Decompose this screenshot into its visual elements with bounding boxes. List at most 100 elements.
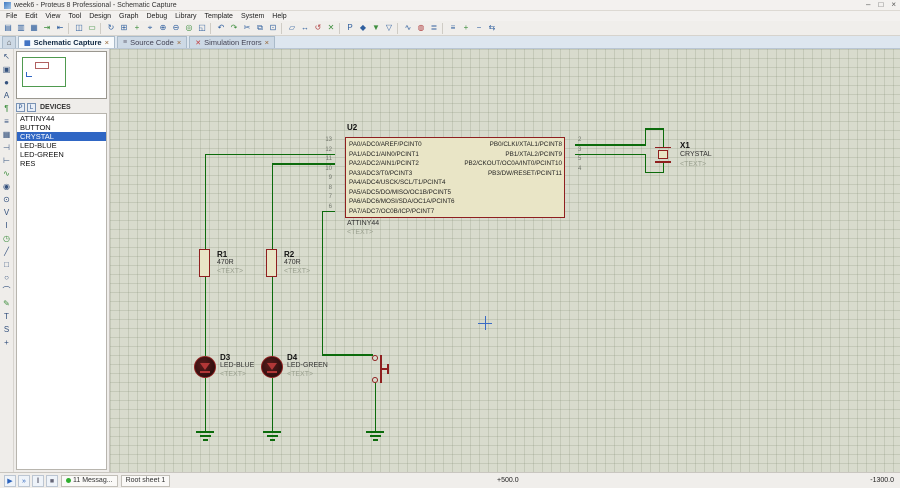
wire[interactable]: [575, 144, 645, 146]
packaging-tool-icon[interactable]: ▼: [372, 23, 380, 32]
2d-box-mode-icon[interactable]: □: [4, 260, 9, 269]
zoom-out-icon[interactable]: ⊖: [172, 23, 180, 32]
design-explorer-icon[interactable]: ≡: [450, 23, 456, 32]
minimize-button[interactable]: –: [866, 0, 871, 9]
device-list-item[interactable]: LED-BLUE: [20, 141, 57, 150]
export-section-icon[interactable]: ⇤: [56, 23, 64, 32]
device-list-item[interactable]: BUTTON: [20, 123, 51, 132]
2d-line-mode-icon[interactable]: ╱: [4, 247, 9, 256]
center-at-cursor-icon[interactable]: ⌖: [147, 23, 153, 32]
component-r2-resistor[interactable]: [266, 249, 277, 277]
import-section-icon[interactable]: ⇥: [43, 23, 51, 32]
goto-sheet-icon[interactable]: ⇆: [488, 23, 496, 32]
selection-cursor-icon[interactable]: ↖: [3, 52, 10, 61]
copy-icon[interactable]: ⧉: [257, 23, 263, 32]
play-button[interactable]: ▶: [4, 474, 16, 487]
wire[interactable]: [271, 378, 273, 431]
stop-button[interactable]: ■: [46, 474, 58, 487]
tab-close-icon[interactable]: ×: [104, 38, 109, 47]
menu-item[interactable]: File: [6, 12, 18, 20]
zoom-in-icon[interactable]: ⊕: [159, 23, 167, 32]
virtual-instruments-mode-icon[interactable]: ◷: [3, 234, 10, 243]
menu-item[interactable]: Tool: [68, 12, 82, 20]
tab[interactable]: ✕ Simulation Errors ×: [189, 36, 276, 48]
home-tab-icon[interactable]: ⌂: [2, 36, 16, 48]
wire[interactable]: [271, 277, 273, 356]
menu-item[interactable]: Help: [272, 12, 287, 20]
close-button[interactable]: ×: [891, 0, 896, 9]
wire-autorouter-icon[interactable]: ∿: [404, 23, 412, 32]
menu-item[interactable]: System: [240, 12, 265, 20]
wire[interactable]: [575, 153, 645, 155]
wire[interactable]: [662, 162, 664, 173]
pick-parts-icon[interactable]: P: [347, 23, 353, 32]
tab-close-icon[interactable]: ×: [264, 38, 270, 47]
wire[interactable]: [374, 383, 376, 431]
wire-label-mode-icon[interactable]: A: [3, 91, 10, 100]
voltage-probe-mode-icon[interactable]: V: [3, 208, 10, 217]
ground-symbol[interactable]: [196, 431, 214, 443]
library-manager-button[interactable]: L: [27, 102, 36, 112]
step-button[interactable]: »: [18, 474, 30, 487]
overview-pane[interactable]: [16, 51, 107, 99]
component-mode-icon[interactable]: ▣: [2, 65, 11, 74]
menu-item[interactable]: View: [45, 12, 61, 20]
tab[interactable]: ▦ Schematic Capture ×: [18, 36, 115, 48]
terminal-mode-icon[interactable]: ⊣: [3, 143, 10, 152]
2d-text-mode-icon[interactable]: T: [4, 312, 9, 321]
pause-button[interactable]: ‖: [32, 474, 44, 487]
zoom-all-icon[interactable]: ◎: [185, 23, 193, 32]
2d-arc-mode-icon[interactable]: ⌒: [2, 286, 11, 295]
undo-icon[interactable]: ↶: [217, 23, 225, 32]
sheet-selector[interactable]: Root sheet 1: [120, 474, 171, 487]
wire[interactable]: [662, 128, 664, 147]
wire[interactable]: [644, 128, 646, 146]
menu-item[interactable]: Debug: [146, 12, 168, 20]
redo-icon[interactable]: ↷: [230, 23, 238, 32]
wire[interactable]: [204, 277, 206, 356]
wire[interactable]: [204, 153, 206, 250]
device-pin-mode-icon[interactable]: ⊢: [3, 156, 10, 165]
mark-output-area-icon[interactable]: ▭: [88, 23, 96, 32]
component-d3-led-blue[interactable]: [194, 356, 216, 378]
open-design-icon[interactable]: ▥: [17, 23, 25, 32]
generator-mode-icon[interactable]: ⊙: [3, 195, 10, 204]
buses-mode-icon[interactable]: ≡: [4, 117, 9, 126]
new-sheet-icon[interactable]: +: [463, 23, 469, 32]
wire[interactable]: [204, 378, 206, 431]
menu-item[interactable]: Graph: [119, 12, 139, 20]
save-design-icon[interactable]: ▦: [30, 23, 38, 32]
maximize-button[interactable]: □: [878, 0, 884, 9]
wire[interactable]: [321, 354, 373, 356]
ground-symbol[interactable]: [263, 431, 281, 443]
device-list-item[interactable]: CRYSTAL: [17, 132, 106, 141]
menu-item[interactable]: Design: [89, 12, 112, 20]
current-probe-mode-icon[interactable]: I: [5, 221, 8, 230]
false-origin-icon[interactable]: +: [134, 23, 140, 32]
cut-icon[interactable]: ✂: [243, 23, 251, 32]
menu-item[interactable]: Edit: [25, 12, 38, 20]
tape-recorder-mode-icon[interactable]: ◉: [3, 182, 10, 191]
component-u2-attiny44[interactable]: [345, 137, 565, 218]
toggle-grid-icon[interactable]: ⊞: [120, 23, 128, 32]
device-list-item[interactable]: LED-GREEN: [20, 150, 64, 159]
wire[interactable]: [271, 163, 273, 249]
block-move-icon[interactable]: ↔: [301, 23, 309, 32]
search-tag-icon[interactable]: ◍: [417, 23, 425, 32]
block-rotate-icon[interactable]: ↺: [314, 23, 322, 32]
tab-close-icon[interactable]: ×: [176, 38, 182, 47]
2d-circle-mode-icon[interactable]: ○: [4, 273, 9, 282]
print-design-icon[interactable]: ◫: [75, 23, 83, 32]
zoom-area-icon[interactable]: ◱: [198, 23, 206, 32]
wire[interactable]: [272, 163, 335, 165]
wire[interactable]: [205, 153, 335, 155]
component-d4-led-green[interactable]: [261, 356, 283, 378]
tab[interactable]: ≡ Source Code ×: [116, 36, 188, 48]
junction-dot-mode-icon[interactable]: ●: [4, 78, 9, 87]
wire[interactable]: [322, 210, 335, 212]
wire[interactable]: [321, 210, 323, 356]
wire[interactable]: [644, 153, 646, 173]
menu-item[interactable]: Template: [204, 12, 233, 20]
redraw-display-icon[interactable]: ↻: [107, 23, 115, 32]
